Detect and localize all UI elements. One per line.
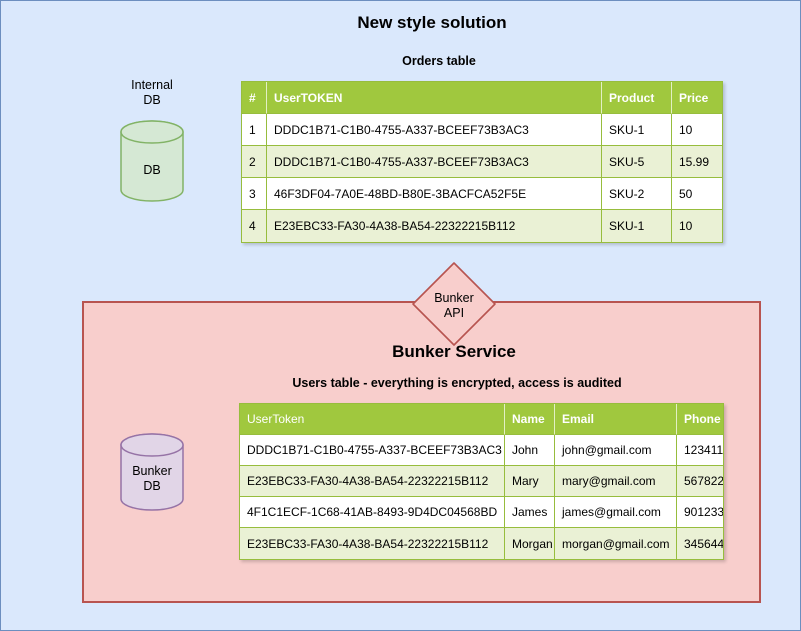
- users-header-usertoken: UserToken: [240, 404, 505, 435]
- order-product: SKU-1: [602, 114, 672, 146]
- order-product: SKU-5: [602, 146, 672, 178]
- bunker-api-diamond-icon: [412, 262, 496, 346]
- user-email: mary@gmail.com: [555, 466, 677, 497]
- order-price: 10: [672, 210, 722, 242]
- bunker-db-cylinder-icon: [120, 433, 184, 511]
- orders-row: 1 DDDC1B71-C1B0-4755-A337-BCEEF73B3AC3 S…: [242, 114, 722, 146]
- user-token: E23EBC33-FA30-4A38-BA54-22322215B112: [240, 528, 505, 559]
- user-phone: 901233: [677, 497, 723, 528]
- order-num: 4: [242, 210, 267, 242]
- user-token: 4F1C1ECF-1C68-41AB-8493-9D4DC04568BD: [240, 497, 505, 528]
- user-name: Morgan: [505, 528, 555, 559]
- orders-row: 2 DDDC1B71-C1B0-4755-A337-BCEEF73B3AC3 S…: [242, 146, 722, 178]
- order-usertoken: 46F3DF04-7A0E-48BD-B80E-3BACFCA52F5E: [267, 178, 602, 210]
- orders-header-usertoken: UserTOKEN: [267, 82, 602, 114]
- user-token: E23EBC33-FA30-4A38-BA54-22322215B112: [240, 466, 505, 497]
- user-phone: 123411: [677, 435, 723, 466]
- orders-row: 3 46F3DF04-7A0E-48BD-B80E-3BACFCA52F5E S…: [242, 178, 722, 210]
- users-row: 4F1C1ECF-1C68-41AB-8493-9D4DC04568BD Jam…: [240, 497, 723, 528]
- bunker-api-label-line2: API: [443, 306, 465, 320]
- users-header-phone: Phone: [677, 404, 723, 435]
- user-phone: 567822: [677, 466, 723, 497]
- users-header-email: Email: [555, 404, 677, 435]
- orders-header-price: Price: [672, 82, 722, 114]
- user-name: James: [505, 497, 555, 528]
- bunker-service-title: Bunker Service: [392, 342, 516, 361]
- bunker-db-label-line1: Bunker: [132, 464, 172, 478]
- order-usertoken: E23EBC33-FA30-4A38-BA54-22322215B112: [267, 210, 602, 242]
- users-header-row: UserToken Name Email Phone: [240, 404, 723, 435]
- bunker-api-label-line1: Bunker: [434, 291, 474, 305]
- user-phone: 345644: [677, 528, 723, 559]
- internal-db-caption: Internal DB: [102, 78, 202, 108]
- orders-table-title: Orders table: [402, 54, 476, 68]
- orders-header-product: Product: [602, 82, 672, 114]
- users-table-subtitle: Users table - everything is encrypted, a…: [292, 376, 622, 390]
- order-product: SKU-2: [602, 178, 672, 210]
- order-num: 2: [242, 146, 267, 178]
- users-row: DDDC1B71-C1B0-4755-A337-BCEEF73B3AC3 Joh…: [240, 435, 723, 466]
- user-name: Mary: [505, 466, 555, 497]
- user-email: morgan@gmail.com: [555, 528, 677, 559]
- order-product: SKU-1: [602, 210, 672, 242]
- user-name: John: [505, 435, 555, 466]
- users-row: E23EBC33-FA30-4A38-BA54-22322215B112 Mar…: [240, 466, 723, 497]
- orders-table: # UserTOKEN Product Price 1 DDDC1B71-C1B…: [241, 81, 723, 243]
- internal-db-cylinder-icon: [120, 120, 184, 202]
- user-token: DDDC1B71-C1B0-4755-A337-BCEEF73B3AC3: [240, 435, 505, 466]
- bunker-db-label: Bunker DB: [120, 464, 184, 494]
- order-num: 1: [242, 114, 267, 146]
- internal-db-caption-line2: DB: [143, 93, 161, 107]
- order-price: 50: [672, 178, 722, 210]
- user-email: james@gmail.com: [555, 497, 677, 528]
- internal-db-caption-line1: Internal: [131, 78, 173, 92]
- order-usertoken: DDDC1B71-C1B0-4755-A337-BCEEF73B3AC3: [267, 114, 602, 146]
- diagram-title: New style solution: [357, 13, 507, 32]
- orders-header-num: #: [242, 82, 267, 114]
- users-row: E23EBC33-FA30-4A38-BA54-22322215B112 Mor…: [240, 528, 723, 559]
- users-table: UserToken Name Email Phone DDDC1B71-C1B0…: [239, 403, 724, 560]
- user-email: john@gmail.com: [555, 435, 677, 466]
- orders-row: 4 E23EBC33-FA30-4A38-BA54-22322215B112 S…: [242, 210, 722, 242]
- order-num: 3: [242, 178, 267, 210]
- order-price: 15.99: [672, 146, 722, 178]
- bunker-api-label: Bunker API: [411, 291, 497, 321]
- internal-db-body-label: DB: [143, 163, 161, 177]
- order-usertoken: DDDC1B71-C1B0-4755-A337-BCEEF73B3AC3: [267, 146, 602, 178]
- bunker-db-label-line2: DB: [143, 479, 161, 493]
- users-header-name: Name: [505, 404, 555, 435]
- order-price: 10: [672, 114, 722, 146]
- orders-header-row: # UserTOKEN Product Price: [242, 82, 722, 114]
